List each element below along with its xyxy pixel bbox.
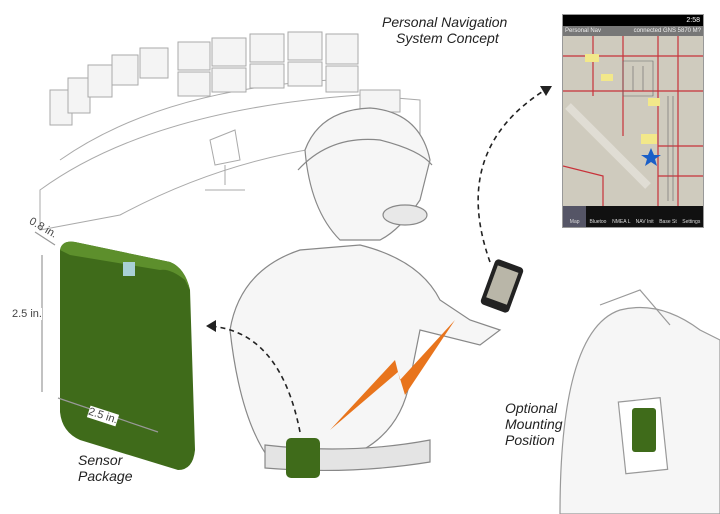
mounting-label-line2: Mounting — [505, 416, 563, 432]
map-view[interactable] — [563, 36, 703, 206]
height-dimension: 2.5 in. — [12, 308, 42, 320]
concept-label-line1: Personal Navigation — [382, 14, 508, 30]
soldier-figure — [229, 107, 502, 472]
tab-base-station[interactable]: Base St — [659, 219, 677, 225]
tab-nav-init[interactable]: NAV Init — [635, 219, 654, 225]
mounting-label-line3: Position — [505, 432, 555, 448]
wireless-bolt-icon — [330, 320, 455, 430]
concept-label: Personal Navigation System Concept — [382, 14, 507, 46]
tab-bluetooth[interactable]: Bluetoo — [589, 219, 607, 225]
app-title: Personal Nav — [565, 28, 602, 34]
sensor-label: Sensor Package — [78, 452, 132, 484]
connection-status: connected GNS 5870 M? — [633, 28, 701, 34]
tab-settings[interactable]: Settings — [682, 219, 701, 225]
app-title-bar: Personal Nav connected GNS 5870 M? — [563, 26, 703, 36]
tab-bar: Map Bluetoo NMEA L NAV Init Base St Sett… — [563, 206, 703, 227]
clock: 2:58 — [686, 17, 700, 24]
shoulder-figure — [559, 289, 720, 514]
sensor-package — [60, 241, 195, 470]
mounting-label: Optional Mounting Position — [505, 400, 563, 448]
map-graphic — [563, 36, 703, 206]
mounting-label-line1: Optional — [505, 400, 558, 416]
arrow-to-sensor — [207, 325, 301, 433]
position-star-icon — [641, 148, 661, 166]
belt-sensor — [286, 438, 320, 478]
sensor-label-line2: Package — [78, 468, 133, 484]
status-bar: 2:58 — [563, 15, 703, 26]
sensor-label-line1: Sensor — [78, 452, 123, 468]
arrow-to-phone — [477, 89, 546, 263]
tab-map[interactable]: Map — [563, 206, 587, 227]
tab-nmea-log[interactable]: NMEA L — [612, 219, 631, 225]
phone-screenshot: 2:58 Personal Nav connected GNS 5870 M? — [562, 14, 704, 228]
concept-label-line2: System Concept — [396, 30, 499, 46]
control-room-sketch — [39, 31, 421, 231]
handheld-phone — [480, 259, 524, 313]
